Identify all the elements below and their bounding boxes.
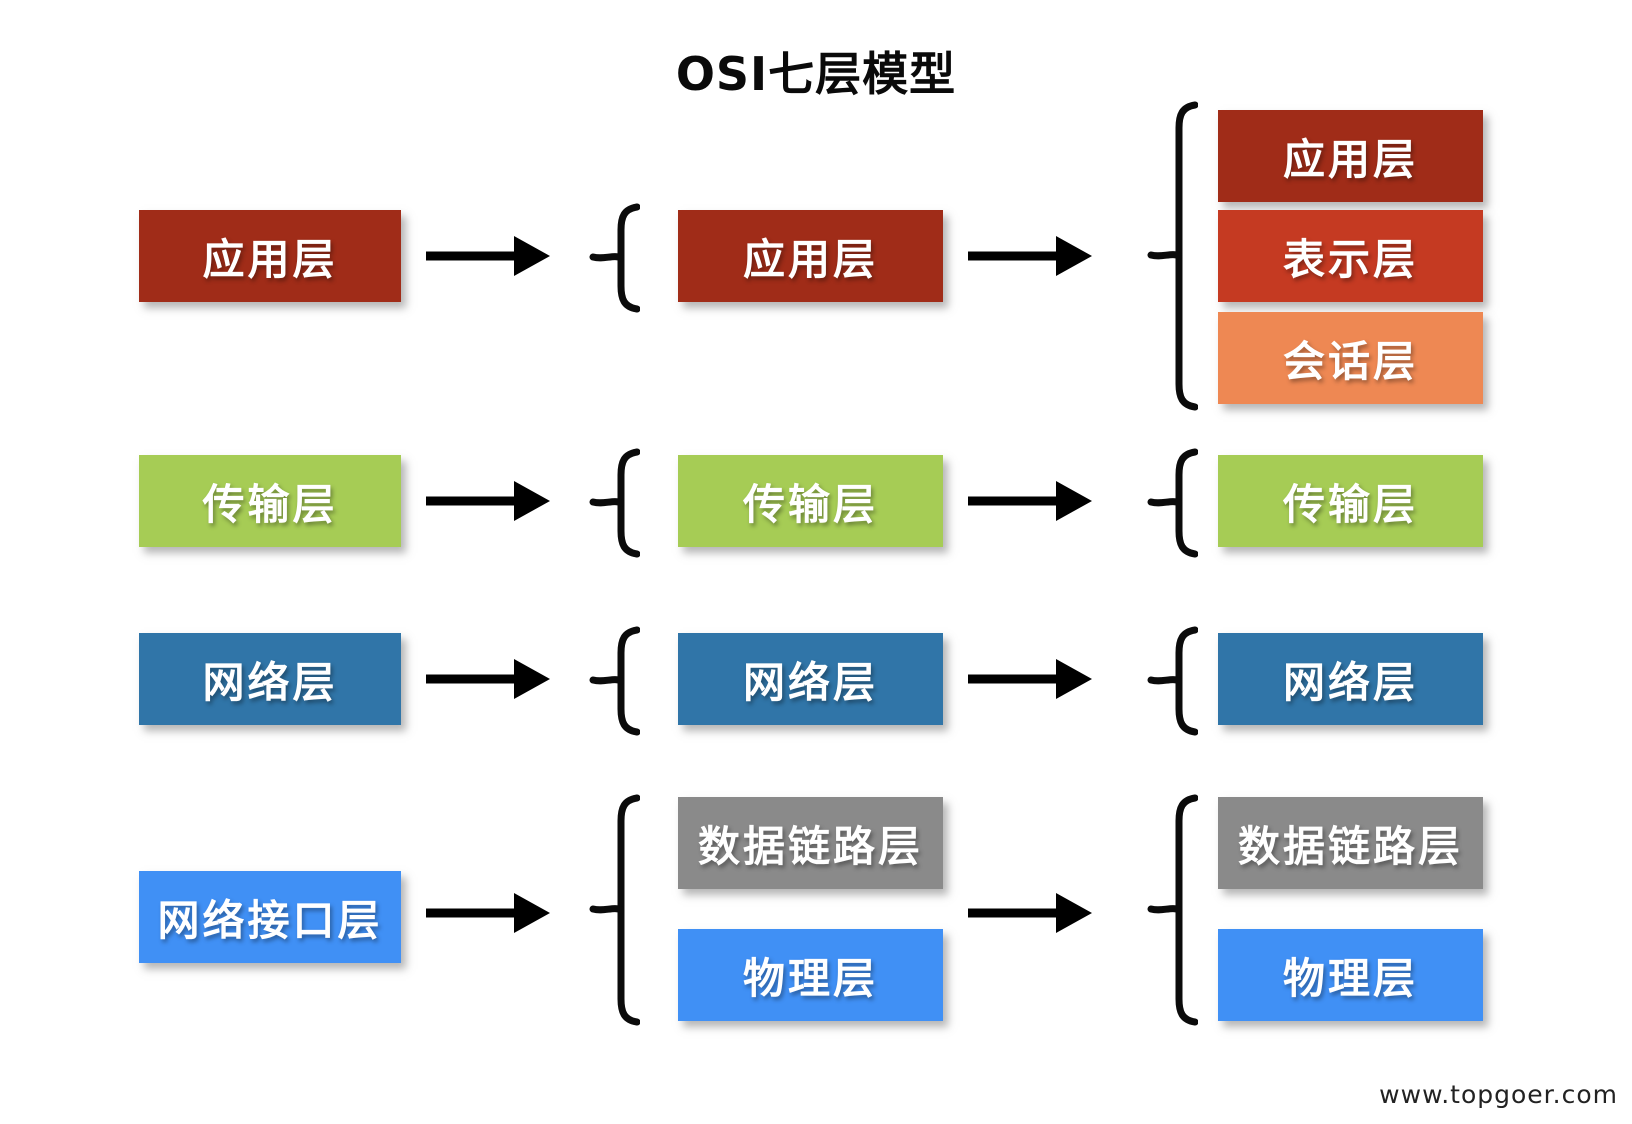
box-left-application-layer: 应用层 xyxy=(139,210,401,302)
arrow-left-to-middle-transport xyxy=(426,481,550,521)
box-right-network-layer: 网络层 xyxy=(1218,633,1483,725)
arrow-middle-to-right-transport xyxy=(968,481,1092,521)
arrow-left-to-middle-network xyxy=(426,659,550,699)
box-middle-transport-layer: 传输层 xyxy=(678,455,943,547)
box-right-transport-layer: 传输层 xyxy=(1218,455,1483,547)
arrow-middle-to-right-application xyxy=(968,236,1092,276)
box-middle-data-link-layer: 数据链路层 xyxy=(678,797,943,889)
box-middle-application-layer: 应用层 xyxy=(678,210,943,302)
brace-middle-transport-group xyxy=(589,448,640,558)
brace-right-application-presentation-session-group xyxy=(1147,101,1198,411)
arrow-middle-to-right-datalink-physical xyxy=(968,893,1092,933)
diagram-title: OSI七层模型 xyxy=(675,47,957,101)
box-right-session-layer: 会话层 xyxy=(1218,312,1483,404)
brace-right-network-group xyxy=(1147,626,1198,736)
arrow-left-to-middle-interface xyxy=(426,893,550,933)
box-right-application-layer: 应用层 xyxy=(1218,110,1483,202)
arrow-middle-to-right-network xyxy=(968,659,1092,699)
arrow-left-to-middle-application xyxy=(426,236,550,276)
box-middle-physical-layer: 物理层 xyxy=(678,929,943,1021)
box-right-presentation-layer: 表示层 xyxy=(1218,210,1483,302)
brace-right-datalink-physical-group xyxy=(1147,794,1198,1026)
box-left-transport-layer: 传输层 xyxy=(139,455,401,547)
brace-middle-datalink-physical-group xyxy=(589,794,640,1026)
box-right-data-link-layer: 数据链路层 xyxy=(1218,797,1483,889)
box-middle-network-layer: 网络层 xyxy=(678,633,943,725)
box-left-network-layer: 网络层 xyxy=(139,633,401,725)
brace-right-transport-group xyxy=(1147,448,1198,558)
brace-middle-application-group xyxy=(589,203,640,313)
brace-middle-network-group xyxy=(589,626,640,736)
site-watermark: www.topgoer.com xyxy=(1379,1080,1618,1109)
box-right-physical-layer: 物理层 xyxy=(1218,929,1483,1021)
box-left-network-interface-layer: 网络接口层 xyxy=(139,871,401,963)
